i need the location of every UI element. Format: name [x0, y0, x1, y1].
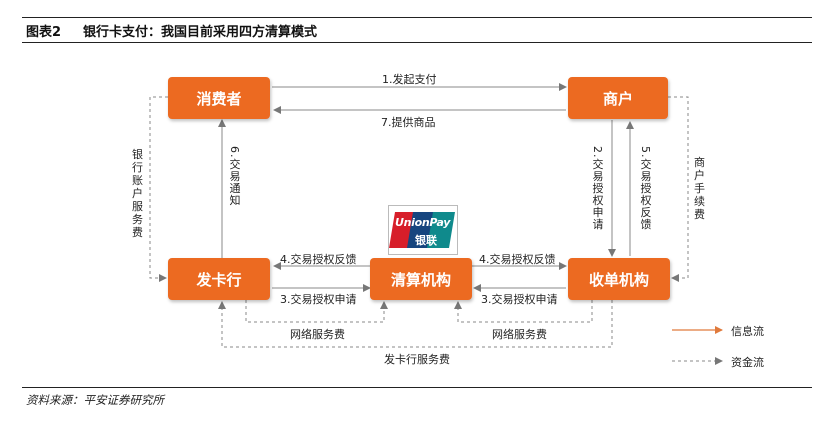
node-acquirer: 收单机构: [568, 258, 670, 300]
fund-account-fee: [149, 96, 168, 282]
label-request-3a: 3.交易授权申请: [280, 293, 357, 306]
label-merchant-fee: 商户手续费: [694, 156, 705, 221]
figure-title: 图表2 银行卡支付：我国目前采用四方清算模式: [26, 21, 317, 40]
label-notify: 6.交易通知: [228, 146, 241, 207]
figure-title-text: 银行卡支付：我国目前采用四方清算模式: [83, 25, 318, 40]
label-request-3b: 3.交易授权申请: [481, 293, 558, 306]
fund-issuer-fee: [218, 300, 613, 348]
node-consumer: 消费者: [168, 77, 270, 119]
label-account-fee: 银行账户服务费: [132, 148, 143, 239]
unionpay-logo: UnionPay 银联: [388, 205, 458, 255]
unionpay-logo-en: UnionPay: [395, 216, 451, 229]
figure-number: 图表2: [26, 25, 62, 40]
legend-info-label: 信息流: [731, 325, 764, 338]
title-rule: [22, 42, 812, 43]
fund-merchant-fee: [668, 96, 689, 282]
top-rule: [22, 17, 812, 18]
legend-fund-label: 资金流: [731, 356, 764, 369]
bottom-rule: [22, 387, 812, 388]
fund-network-fee-a: [245, 300, 388, 323]
label-feedback-4a: 4.交易授权反馈: [280, 253, 357, 266]
label-auth-request-2: 2.交易授权申请: [591, 146, 604, 231]
node-clearing: 清算机构: [370, 258, 472, 300]
node-merchant: 商户: [568, 77, 668, 119]
label-feedback-4b: 4.交易授权反馈: [479, 253, 556, 266]
label-issuer-fee: 发卡行服务费: [384, 353, 450, 366]
label-auth-feedback-5: 5.交易授权反馈: [639, 146, 652, 231]
label-pay: 1.发起支付: [382, 73, 437, 86]
node-issuer: 发卡行: [168, 258, 270, 300]
label-network-fee-a: 网络服务费: [290, 328, 345, 341]
label-goods: 7.提供商品: [381, 116, 436, 129]
source-note: 资料来源：平安证券研究所: [26, 393, 164, 407]
unionpay-logo-cn: 银联: [415, 234, 437, 247]
label-network-fee-b: 网络服务费: [492, 328, 547, 341]
